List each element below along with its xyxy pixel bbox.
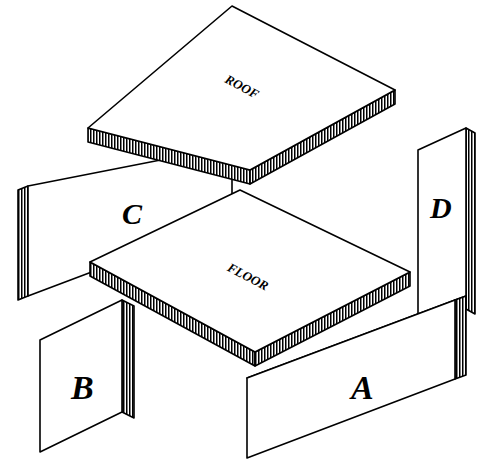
panel-label: C [122,199,142,229]
panel-label: A [351,371,374,405]
panel-label: B [71,371,94,405]
panel-label: D [430,193,452,223]
